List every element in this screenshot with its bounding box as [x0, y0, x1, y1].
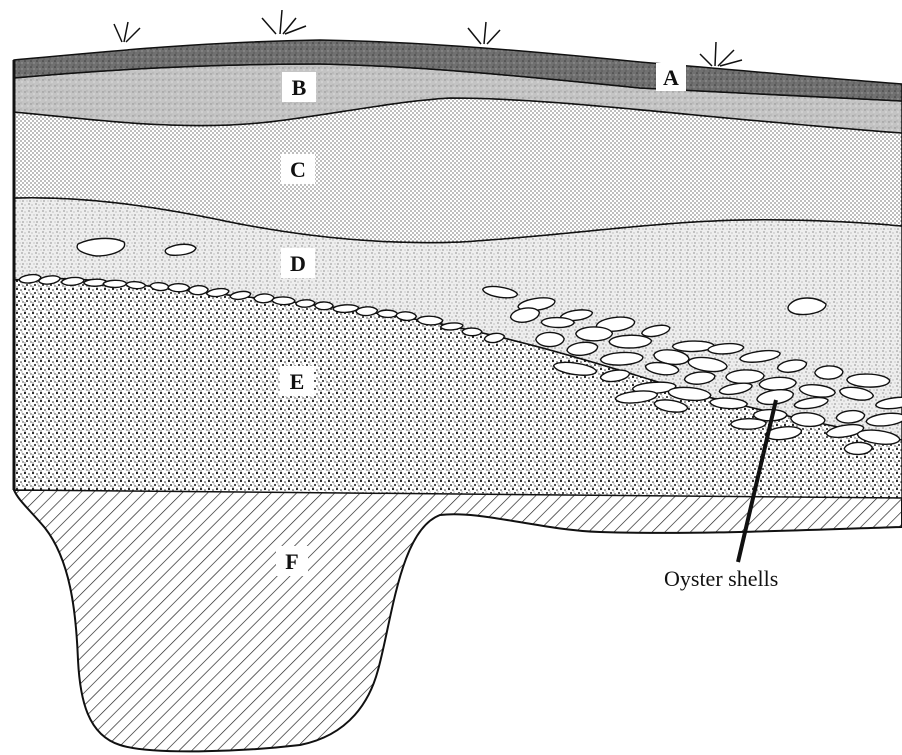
- label-f: F: [276, 546, 308, 576]
- label-a-text: A: [663, 65, 679, 90]
- label-e-text: E: [290, 369, 305, 394]
- oyster-shell: [377, 310, 398, 319]
- oyster-shell: [168, 283, 190, 292]
- grass-tuft: [700, 42, 742, 66]
- oyster-shell: [536, 332, 564, 346]
- label-b-text: B: [292, 75, 307, 100]
- label-d-text: D: [290, 251, 306, 276]
- label-e: E: [280, 366, 314, 396]
- oyster-shell: [333, 305, 359, 313]
- grass-tuft: [468, 22, 500, 44]
- label-f-text: F: [285, 549, 298, 574]
- oyster-shell: [576, 327, 613, 341]
- oyster-shell: [315, 302, 334, 311]
- oyster-shell: [296, 300, 315, 308]
- oyster-shell: [103, 280, 126, 288]
- grass-tuft: [262, 10, 306, 34]
- oyster-shell: [844, 442, 872, 454]
- oyster-shell: [356, 307, 378, 316]
- label-d: D: [281, 248, 315, 278]
- oyster-shell: [541, 317, 574, 328]
- label-c: C: [281, 154, 315, 184]
- layer-f-region: [14, 490, 902, 751]
- oyster-shell: [462, 328, 482, 337]
- oyster-shell: [609, 335, 651, 348]
- oyster-shell: [254, 294, 274, 303]
- label-b: B: [282, 72, 316, 102]
- label-c-text: C: [290, 157, 306, 182]
- callout-text: Oyster shells: [664, 566, 778, 591]
- oyster-shell: [189, 286, 208, 295]
- oyster-shell: [731, 419, 766, 430]
- oyster-shell: [815, 366, 843, 380]
- label-a: A: [656, 63, 686, 91]
- grass-tuft: [114, 22, 140, 42]
